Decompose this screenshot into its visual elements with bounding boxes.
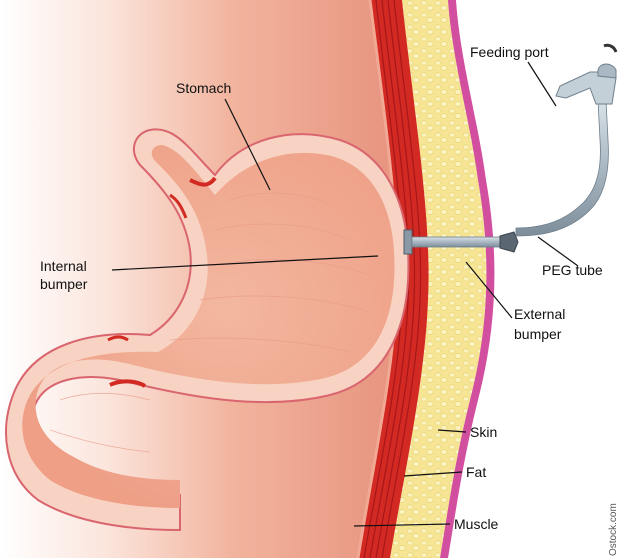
internal-bumper-label-line1: Internal bbox=[40, 258, 87, 275]
skin-label: Skin bbox=[470, 424, 497, 441]
muscle-label: Muscle bbox=[454, 516, 498, 533]
image-credit: Ostock.com bbox=[608, 503, 619, 556]
feeding-port-tab bbox=[604, 45, 616, 52]
peg-tube-label: PEG tube bbox=[542, 262, 603, 279]
feeding-port-label: Feeding port bbox=[470, 44, 549, 61]
stomach-label: Stomach bbox=[176, 80, 231, 97]
external-bumper-label-line1: External bbox=[514, 306, 565, 323]
internal-bumper-label-line2: bumper bbox=[40, 276, 87, 293]
external-bumper bbox=[500, 232, 518, 252]
fat-label: Fat bbox=[466, 464, 486, 481]
external-bumper-label-line2: bumper bbox=[514, 326, 561, 343]
tube-external bbox=[516, 100, 608, 236]
tube-shaft bbox=[412, 237, 508, 247]
feeding-port-leader bbox=[528, 62, 556, 106]
feeding-port-cap bbox=[598, 64, 616, 78]
internal-bumper bbox=[404, 230, 412, 254]
